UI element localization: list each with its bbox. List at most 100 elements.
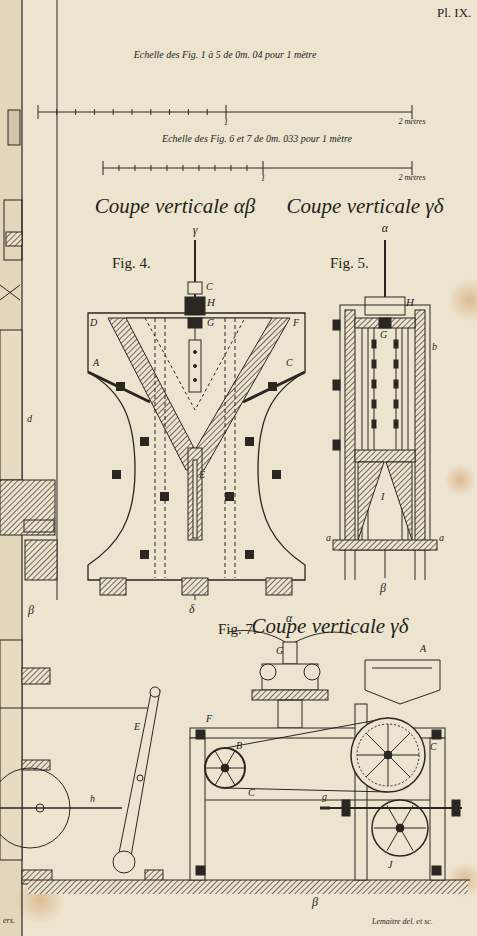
engraving-stroke bbox=[432, 730, 441, 739]
engraving-stroke bbox=[432, 866, 441, 875]
engraving-stroke bbox=[22, 880, 470, 881]
engraving-stroke bbox=[333, 320, 340, 330]
engraving-stroke bbox=[355, 318, 415, 328]
engraving-stroke bbox=[182, 578, 208, 595]
part-letter: C bbox=[206, 282, 213, 292]
engraving-stroke bbox=[415, 550, 416, 580]
plate-text: Fig. 4. bbox=[112, 256, 151, 271]
engraving-stroke bbox=[396, 824, 404, 832]
engraving-stroke bbox=[188, 318, 202, 328]
plate-text: Echelle des Fig. 1 à 5 de 0m. 04 pour 1 … bbox=[134, 50, 317, 60]
engraving-stroke bbox=[100, 578, 292, 595]
engraving-stroke bbox=[351, 718, 425, 792]
engraving-stroke bbox=[151, 165, 152, 171]
engraving-stroke bbox=[103, 161, 104, 175]
part-letter: A bbox=[420, 644, 426, 654]
engraving-stroke bbox=[357, 755, 388, 756]
engraving-stroke bbox=[189, 340, 201, 392]
engraving-stroke bbox=[194, 365, 197, 368]
engraving-stroke bbox=[388, 755, 389, 786]
engraving-stroke bbox=[357, 724, 419, 786]
engraving-stroke bbox=[155, 318, 156, 578]
engraving-stroke bbox=[150, 109, 151, 115]
engraving-stroke bbox=[342, 800, 350, 816]
part-letter: a bbox=[326, 533, 331, 543]
engraving-stroke bbox=[140, 437, 149, 446]
engraving-stroke bbox=[372, 420, 376, 428]
engraving-stroke bbox=[118, 688, 160, 862]
engraving-stroke bbox=[340, 305, 430, 550]
engraving-stroke bbox=[0, 330, 22, 480]
engraving-stroke bbox=[345, 550, 346, 580]
engraving-stroke bbox=[56, 109, 57, 115]
part-letter: E bbox=[199, 470, 205, 480]
plate-text: Fig. 5. bbox=[330, 256, 369, 271]
engraving-stroke bbox=[165, 318, 166, 578]
part-letter: d bbox=[27, 414, 32, 424]
engraving-stroke bbox=[113, 851, 135, 873]
engraving-stroke bbox=[196, 730, 205, 739]
part-letter: J bbox=[388, 860, 392, 870]
engraving-stroke bbox=[185, 297, 205, 315]
left-fragment bbox=[0, 110, 470, 894]
engraving-stroke bbox=[372, 340, 376, 348]
engraving-stroke bbox=[126, 318, 272, 450]
engraving-stroke bbox=[388, 755, 419, 756]
engraving-stroke bbox=[365, 297, 405, 315]
engraving-stroke bbox=[100, 578, 126, 595]
engraving-stroke bbox=[119, 165, 247, 171]
engraving-stroke bbox=[160, 492, 169, 501]
engraving-stroke bbox=[188, 448, 202, 540]
engraving-stroke bbox=[247, 165, 248, 171]
engraving-stroke bbox=[372, 400, 376, 408]
fig4-section bbox=[88, 240, 305, 600]
part-letter: F bbox=[293, 318, 299, 328]
part-letter: 1 bbox=[261, 174, 266, 183]
engraving-stroke bbox=[333, 380, 340, 390]
engraving-stroke bbox=[38, 105, 39, 119]
engraving-stroke bbox=[193, 460, 197, 538]
engraving-stroke bbox=[155, 318, 235, 578]
part-letter: H bbox=[406, 297, 414, 308]
part-letter: G bbox=[207, 318, 214, 328]
engraving-stroke bbox=[199, 165, 200, 171]
engraving-stroke bbox=[28, 880, 468, 894]
plate-text: Pl. IX. bbox=[437, 6, 471, 19]
engraving-stroke bbox=[183, 165, 184, 171]
engraving-stroke bbox=[4, 200, 22, 260]
engraving-stroke bbox=[385, 550, 386, 578]
engraving-stroke bbox=[25, 540, 57, 580]
engraving-stroke bbox=[194, 379, 197, 382]
part-letter: α bbox=[286, 612, 292, 624]
plate-frame bbox=[22, 0, 57, 936]
fig5-section bbox=[333, 240, 437, 580]
engraving-stroke bbox=[372, 380, 376, 388]
engraving-stroke bbox=[365, 660, 440, 704]
engraving-stroke bbox=[366, 733, 388, 755]
engraving-stroke bbox=[8, 110, 20, 145]
engraving-stroke bbox=[215, 165, 216, 171]
engraving-stroke bbox=[260, 664, 276, 680]
engraving-stroke bbox=[394, 360, 398, 368]
engraving-stroke bbox=[135, 165, 136, 171]
part-letter: b bbox=[432, 342, 437, 352]
part-letter: g bbox=[322, 792, 327, 802]
engraving-stroke bbox=[425, 550, 426, 580]
part-letter: C bbox=[430, 742, 437, 752]
part-letter: H bbox=[207, 297, 215, 308]
engraving-stroke bbox=[188, 282, 202, 294]
engraving-stroke bbox=[207, 109, 208, 115]
engraving-stroke bbox=[103, 168, 412, 169]
part-letter: C bbox=[286, 358, 293, 368]
engraving-stroke bbox=[57, 0, 58, 600]
scale-bars bbox=[38, 105, 412, 175]
part-letter: h bbox=[90, 794, 95, 804]
engraving-stroke bbox=[0, 807, 122, 809]
engraving-stroke bbox=[394, 340, 398, 348]
plate-text: Lemaitre del. et sc. bbox=[372, 918, 433, 926]
engraving-stroke bbox=[57, 109, 207, 115]
engraving-stroke bbox=[394, 400, 398, 408]
engraving-stroke bbox=[384, 240, 386, 300]
plate-text: Coupe verticale γδ bbox=[287, 196, 444, 217]
engraving-stroke bbox=[412, 105, 413, 119]
